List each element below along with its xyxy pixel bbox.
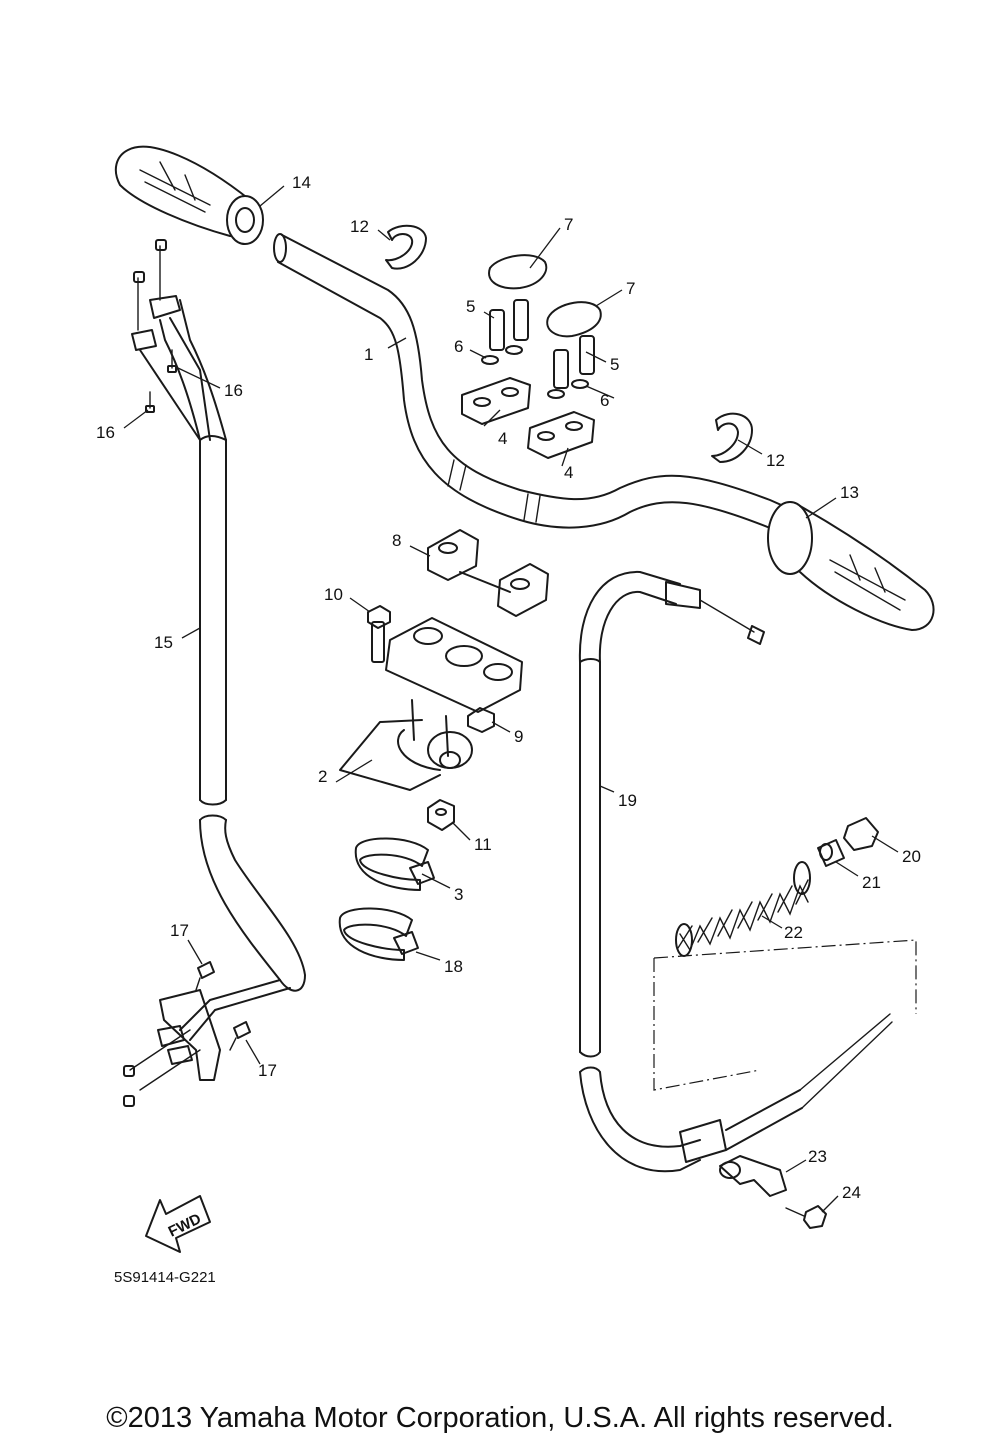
cover-7-left: [488, 254, 548, 290]
callout-16a: 16: [224, 381, 243, 400]
screw-17-a: [195, 961, 215, 991]
fwd-arrow-icon: FWD: [145, 1195, 211, 1253]
nut-20: [843, 817, 879, 851]
callout-labels: 1 2 3 4 4 5 5 6 6 7 7 8 9 10 11 12 12 13…: [96, 173, 921, 1202]
handlebar: [273, 233, 807, 541]
bolts-5-left: [481, 299, 529, 365]
band-3: [354, 837, 435, 891]
callout-12a: 12: [350, 217, 369, 236]
steering-crown: [385, 617, 523, 771]
steering-stem-wire-2: [339, 719, 441, 791]
callout-24: 24: [842, 1183, 861, 1202]
callout-16b: 16: [96, 423, 115, 442]
band-18: [338, 907, 419, 961]
copyright-notice: ©2013 Yamaha Motor Corporation, U.S.A. A…: [106, 1402, 894, 1434]
callout-5b: 5: [610, 355, 619, 374]
lower-holder-8: [427, 529, 549, 617]
callout-23: 23: [808, 1147, 827, 1166]
callout-10: 10: [324, 585, 343, 604]
callout-13: 13: [840, 483, 859, 502]
cable-ends-upper: [131, 239, 211, 441]
leader-lines: [123, 185, 899, 1213]
callout-6a: 6: [454, 337, 463, 356]
bolt-10: [367, 605, 391, 663]
callout-7b: 7: [626, 279, 635, 298]
callout-5a: 5: [466, 297, 475, 316]
callout-3: 3: [454, 885, 463, 904]
callout-4b: 4: [564, 463, 573, 482]
callout-11: 11: [474, 835, 492, 854]
fwd-label: FWD: [166, 1210, 204, 1240]
callout-1: 1: [364, 345, 373, 364]
callout-6b: 6: [600, 391, 609, 410]
callout-21: 21: [862, 873, 881, 892]
callout-18: 18: [444, 957, 463, 976]
cable-bracket-lower: [123, 989, 221, 1107]
callout-17b: 17: [258, 1061, 277, 1080]
grip-right: [767, 501, 935, 631]
callout-12b: 12: [766, 451, 785, 470]
nut-11: [427, 799, 455, 831]
callout-8: 8: [392, 531, 401, 550]
nut-9: [467, 707, 495, 733]
assembly-outline: [653, 939, 917, 1091]
bolts-5-right: [547, 335, 595, 399]
screw-17-b: [229, 1021, 251, 1051]
cover-7-right: [546, 301, 602, 338]
bolt-24: [785, 1205, 827, 1229]
callout-15: 15: [154, 633, 173, 652]
drawing-code: 5S91414-G221: [114, 1269, 216, 1286]
callout-19: 19: [618, 791, 637, 810]
callout-20: 20: [902, 847, 921, 866]
clamp-12-upper: [385, 224, 427, 270]
callout-9: 9: [514, 727, 523, 746]
screw-16-a: [167, 349, 177, 373]
throttle-grip-left: [114, 145, 264, 245]
adjuster-21: [817, 839, 845, 867]
upper-holder-4-right: [527, 411, 595, 459]
callout-7a: 7: [564, 215, 573, 234]
callout-4a: 4: [498, 429, 507, 448]
callout-22: 22: [784, 923, 803, 942]
callout-17a: 17: [170, 921, 189, 940]
upper-holder-4-left: [461, 377, 531, 425]
callout-2: 2: [318, 767, 327, 786]
brake-cable-19: [578, 570, 893, 1173]
holder-23: [719, 1155, 787, 1197]
clamp-12-lower: [711, 412, 753, 463]
callout-14: 14: [292, 173, 311, 192]
screw-16-b: [145, 391, 155, 413]
